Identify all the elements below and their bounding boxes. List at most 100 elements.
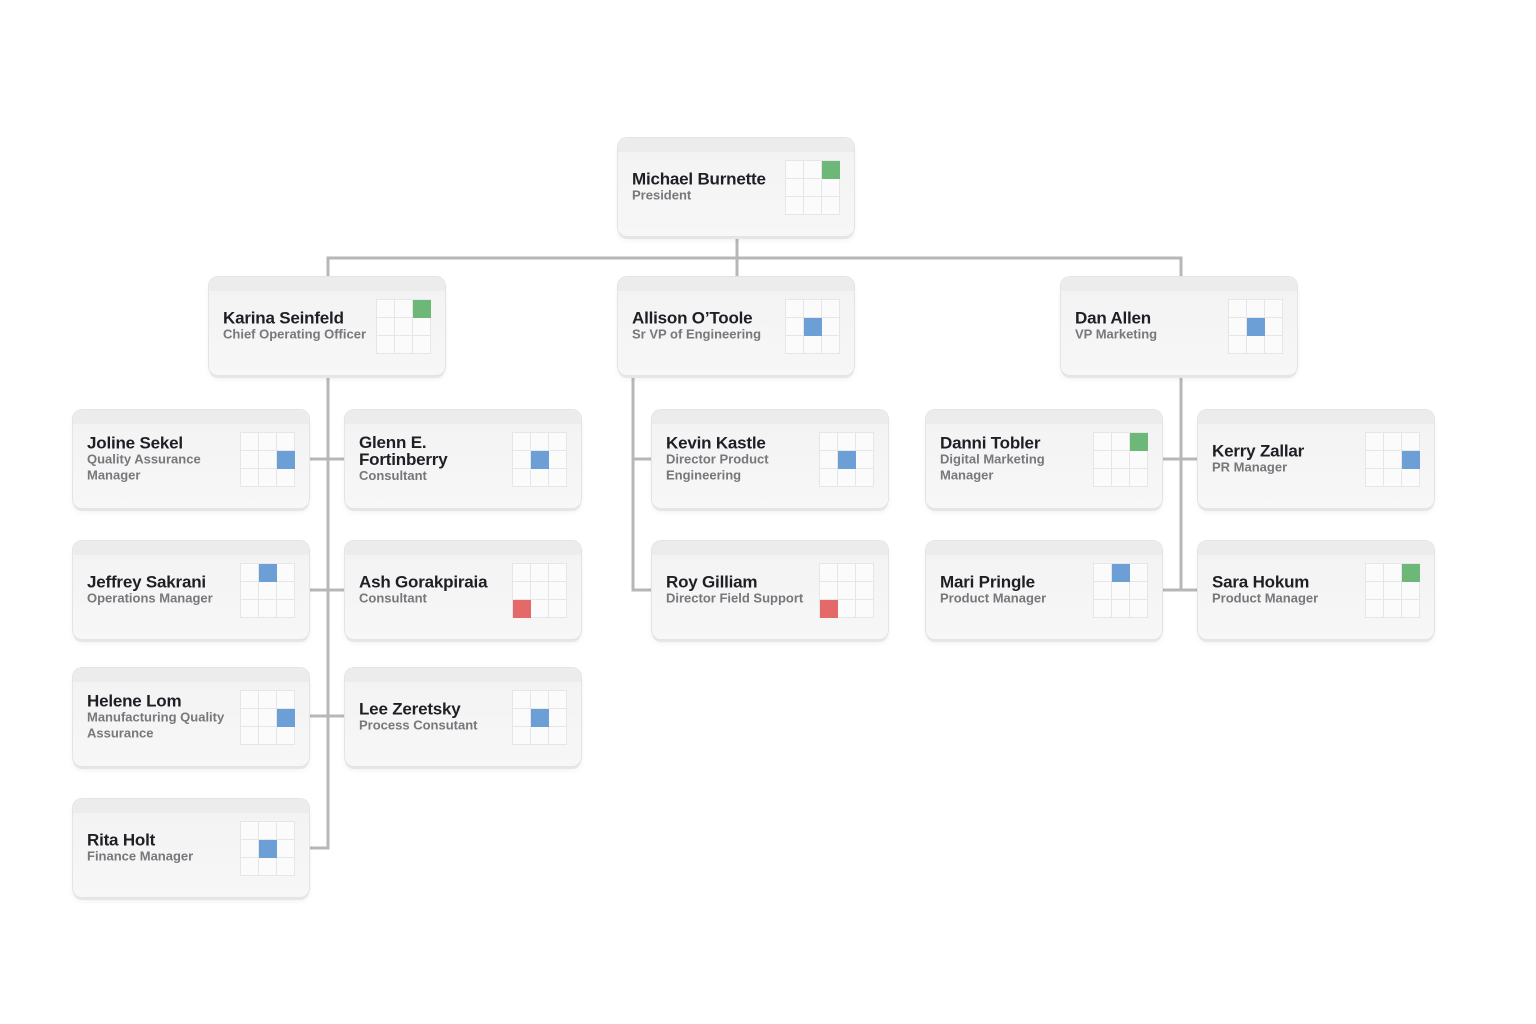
node-helene-lom[interactable]: Helene Lom Manufacturing Quality Assuran… (73, 668, 309, 766)
status-grid-cell (277, 858, 295, 876)
node-title: Process Consutant (359, 717, 478, 733)
status-grid-cell (820, 564, 838, 582)
status-grid-icon (240, 563, 295, 618)
status-grid-cell (1112, 582, 1130, 600)
status-grid-cell (1265, 336, 1283, 354)
status-grid-cell (1094, 469, 1112, 487)
status-grid-cell (804, 161, 822, 179)
status-grid-icon (1093, 563, 1148, 618)
status-grid-cell (1094, 564, 1112, 582)
status-grid-cell (838, 564, 856, 582)
status-grid-cell (1094, 582, 1112, 600)
node-name: Michael Burnette (632, 169, 766, 189)
node-mari-pringle[interactable]: Mari Pringle Product Manager (926, 541, 1162, 639)
status-grid-cell (786, 197, 804, 215)
status-grid-cell (1366, 600, 1384, 618)
node-title: Product Manager (940, 590, 1047, 606)
status-grid-cell (241, 451, 259, 469)
node-rita-holt[interactable]: Rita Holt Finance Manager (73, 799, 309, 897)
status-grid-cell (413, 318, 431, 336)
status-grid-cell (277, 469, 295, 487)
status-grid-cell (1130, 451, 1148, 469)
status-grid-cell (241, 727, 259, 745)
status-grid-cell (856, 451, 874, 469)
status-grid-cell (241, 564, 259, 582)
node-title: Digital Marketing Manager (940, 451, 1045, 483)
node-glenn-fortinberry[interactable]: Glenn E. Fortinberry Consultant (345, 410, 581, 508)
status-grid-cell (259, 691, 277, 709)
status-grid-cell (1229, 318, 1247, 336)
status-grid-cell (549, 582, 567, 600)
status-grid-cell (822, 318, 840, 336)
node-name: Lee Zeretsky (359, 699, 461, 719)
status-grid-cell (786, 179, 804, 197)
status-grid-cell (838, 582, 856, 600)
status-grid-cell (531, 469, 549, 487)
status-grid-cell (277, 600, 295, 618)
status-grid-cell (1384, 433, 1402, 451)
node-joline-sekel[interactable]: Joline Sekel Quality Assurance Manager (73, 410, 309, 508)
node-sara-hokum[interactable]: Sara Hokum Product Manager (1198, 541, 1434, 639)
node-allison-otoole[interactable]: Allison O’Toole Sr VP of Engineering (618, 277, 854, 375)
status-grid-cell (820, 451, 838, 469)
status-marker-green (413, 300, 431, 318)
status-grid-cell (513, 451, 531, 469)
status-grid-icon (1093, 432, 1148, 487)
status-grid-cell (1384, 600, 1402, 618)
status-marker-blue (838, 451, 856, 469)
status-grid-cell (1229, 336, 1247, 354)
status-grid-cell (549, 600, 567, 618)
status-grid-cell (856, 433, 874, 451)
status-grid-icon (1365, 432, 1420, 487)
status-grid-icon (785, 299, 840, 354)
status-grid-cell (277, 564, 295, 582)
status-grid-cell (513, 727, 531, 745)
status-grid-cell (804, 179, 822, 197)
status-grid-cell (241, 582, 259, 600)
status-grid-cell (1130, 469, 1148, 487)
node-title: Finance Manager (87, 848, 194, 864)
node-lee-zeretsky[interactable]: Lee Zeretsky Process Consutant (345, 668, 581, 766)
status-grid-cell (1112, 600, 1130, 618)
status-grid-icon (819, 563, 874, 618)
status-grid-cell (786, 318, 804, 336)
status-grid-cell (549, 691, 567, 709)
node-danni-tobler[interactable]: Danni Tobler Digital Marketing Manager (926, 410, 1162, 508)
node-title: PR Manager (1212, 459, 1288, 475)
node-dan-allen[interactable]: Dan Allen VP Marketing (1061, 277, 1297, 375)
status-grid-cell (413, 336, 431, 354)
status-grid-cell (241, 469, 259, 487)
status-grid-cell (513, 691, 531, 709)
status-grid-cell (241, 840, 259, 858)
node-name: Jeffrey Sakrani (87, 572, 206, 592)
status-grid-cell (804, 300, 822, 318)
status-grid-cell (1402, 469, 1420, 487)
status-marker-red (513, 600, 531, 618)
status-grid-cell (241, 600, 259, 618)
status-grid-cell (856, 564, 874, 582)
node-karina-seinfeld[interactable]: Karina Seinfeld Chief Operating Officer (209, 277, 445, 375)
node-title: Chief Operating Officer (223, 326, 367, 342)
node-roy-gilliam[interactable]: Roy Gilliam Director Field Support (652, 541, 888, 639)
node-jeffrey-sakrani[interactable]: Jeffrey Sakrani Operations Manager (73, 541, 309, 639)
node-michael-burnette[interactable]: Michael Burnette President (618, 138, 854, 236)
node-title: Consultant (359, 590, 427, 606)
status-grid-cell (1094, 433, 1112, 451)
node-name: Ash Gorakpiraia (359, 572, 488, 592)
status-grid-cell (259, 600, 277, 618)
status-grid-cell (531, 727, 549, 745)
node-ash-gorakpiraia[interactable]: Ash Gorakpiraia Consultant (345, 541, 581, 639)
status-grid-cell (1112, 451, 1130, 469)
node-name: Helene Lom (87, 691, 182, 711)
node-name: Joline Sekel (87, 433, 183, 453)
node-kevin-kastle[interactable]: Kevin Kastle Director Product Engineerin… (652, 410, 888, 508)
status-grid-cell (822, 179, 840, 197)
status-grid-cell (1094, 600, 1112, 618)
status-marker-green (1402, 564, 1420, 582)
status-grid-icon (512, 432, 567, 487)
node-kerry-zallar[interactable]: Kerry Zallar PR Manager (1198, 410, 1434, 508)
status-grid-cell (786, 336, 804, 354)
status-grid-cell (259, 469, 277, 487)
status-grid-cell (241, 709, 259, 727)
